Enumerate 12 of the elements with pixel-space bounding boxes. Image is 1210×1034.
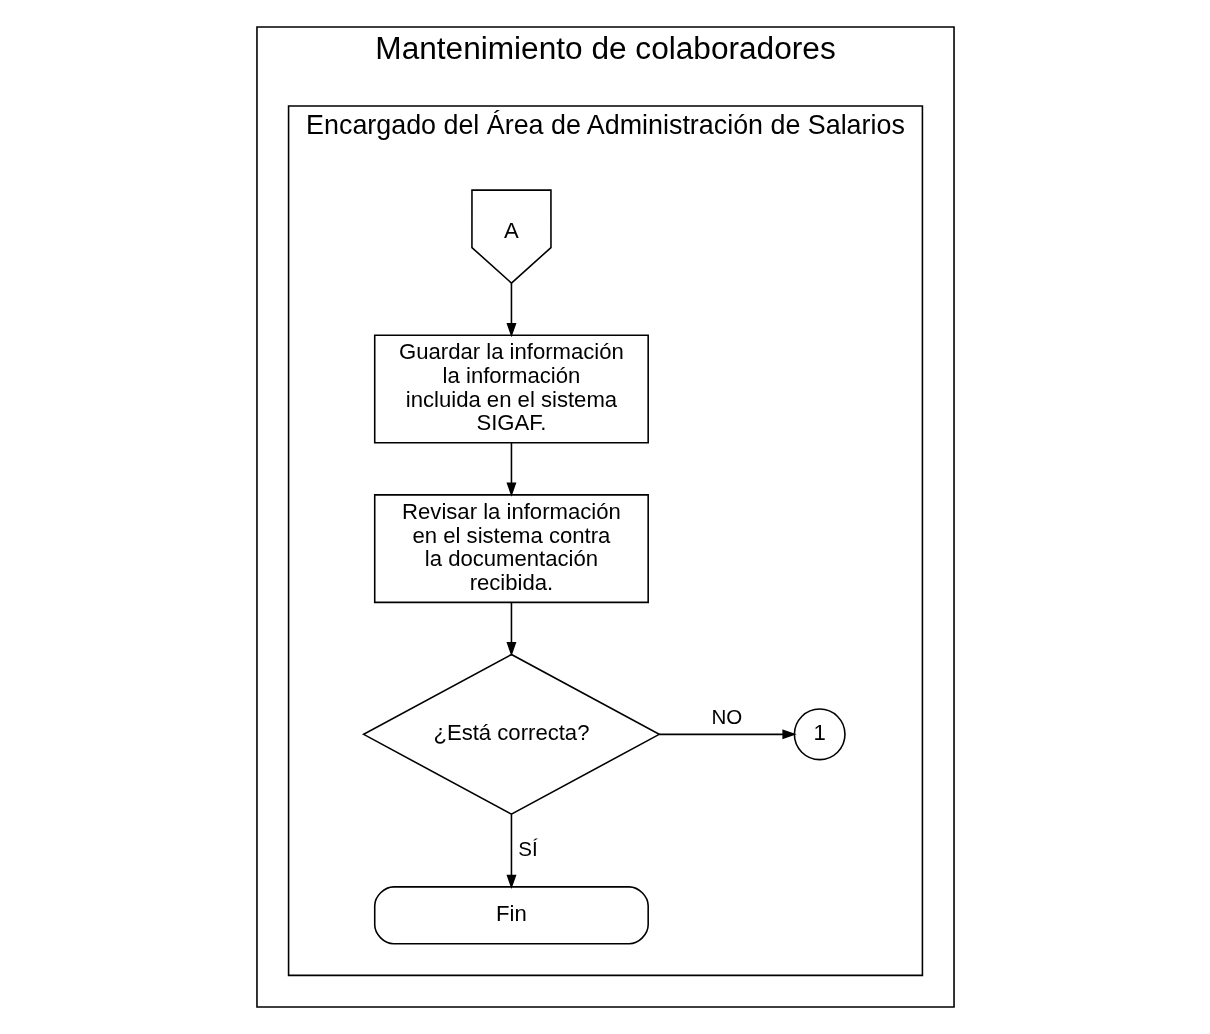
node-box: Revisar la información en el sistema contra la documentación recibida.: [373, 494, 649, 604]
arrow: [505, 813, 516, 890]
node-circle: 1: [793, 708, 846, 761]
edge-label: NO: [710, 704, 742, 728]
arrow: [505, 282, 516, 338]
node-box: Guardar la información la información incluida en el sistema SIGAF.: [373, 334, 649, 444]
arrow: [657, 729, 797, 740]
node-box: Fin: [373, 886, 649, 945]
arrow: [505, 601, 516, 657]
arrow: [505, 442, 516, 497]
edge-label: SÍ: [517, 836, 538, 860]
node-diamond: ¿Está correcta?: [361, 653, 661, 816]
